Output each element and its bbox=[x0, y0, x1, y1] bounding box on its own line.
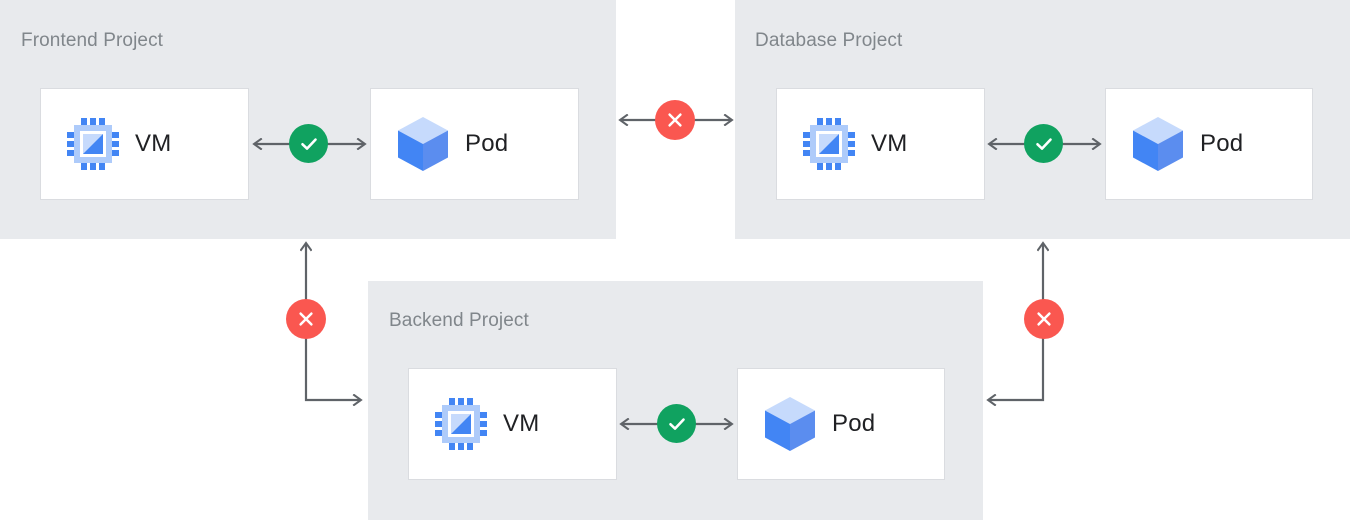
x-circle-icon bbox=[296, 309, 316, 329]
card-label-vm: VM bbox=[503, 410, 540, 437]
check-circle-icon bbox=[666, 413, 688, 435]
x-circle-icon bbox=[1034, 309, 1054, 329]
status-badge-frontend-internal[interactable] bbox=[289, 124, 328, 163]
card-label-vm: VM bbox=[871, 130, 908, 157]
panel-title-frontend: Frontend Project bbox=[21, 30, 164, 51]
status-badge-backend-internal[interactable] bbox=[657, 404, 696, 443]
card-backend-pod[interactable]: Pod bbox=[737, 368, 945, 480]
card-database-pod[interactable]: Pod bbox=[1105, 88, 1313, 200]
check-circle-icon bbox=[1033, 133, 1055, 155]
panel-title-backend: Backend Project bbox=[389, 310, 529, 331]
x-circle-icon bbox=[665, 110, 685, 130]
card-label-vm: VM bbox=[135, 130, 172, 157]
pod-cube-icon bbox=[1132, 116, 1184, 172]
card-backend-vm[interactable]: VM bbox=[408, 368, 617, 480]
status-badge-database-internal[interactable] bbox=[1024, 124, 1063, 163]
status-badge-frontend-backend[interactable] bbox=[286, 299, 326, 339]
card-label-pod: Pod bbox=[832, 410, 876, 437]
vm-chip-icon bbox=[803, 118, 855, 170]
check-circle-icon bbox=[298, 133, 320, 155]
card-database-vm[interactable]: VM bbox=[776, 88, 985, 200]
pod-cube-icon bbox=[764, 396, 816, 452]
card-label-pod: Pod bbox=[1200, 130, 1244, 157]
card-frontend-pod[interactable]: Pod bbox=[370, 88, 579, 200]
card-frontend-vm[interactable]: VM bbox=[40, 88, 249, 200]
vm-chip-icon bbox=[67, 118, 119, 170]
card-label-pod: Pod bbox=[465, 130, 509, 157]
pod-cube-icon bbox=[397, 116, 449, 172]
vm-chip-icon bbox=[435, 398, 487, 450]
panel-title-database: Database Project bbox=[755, 30, 903, 51]
status-badge-database-backend[interactable] bbox=[1024, 299, 1064, 339]
status-badge-frontend-database[interactable] bbox=[655, 100, 695, 140]
